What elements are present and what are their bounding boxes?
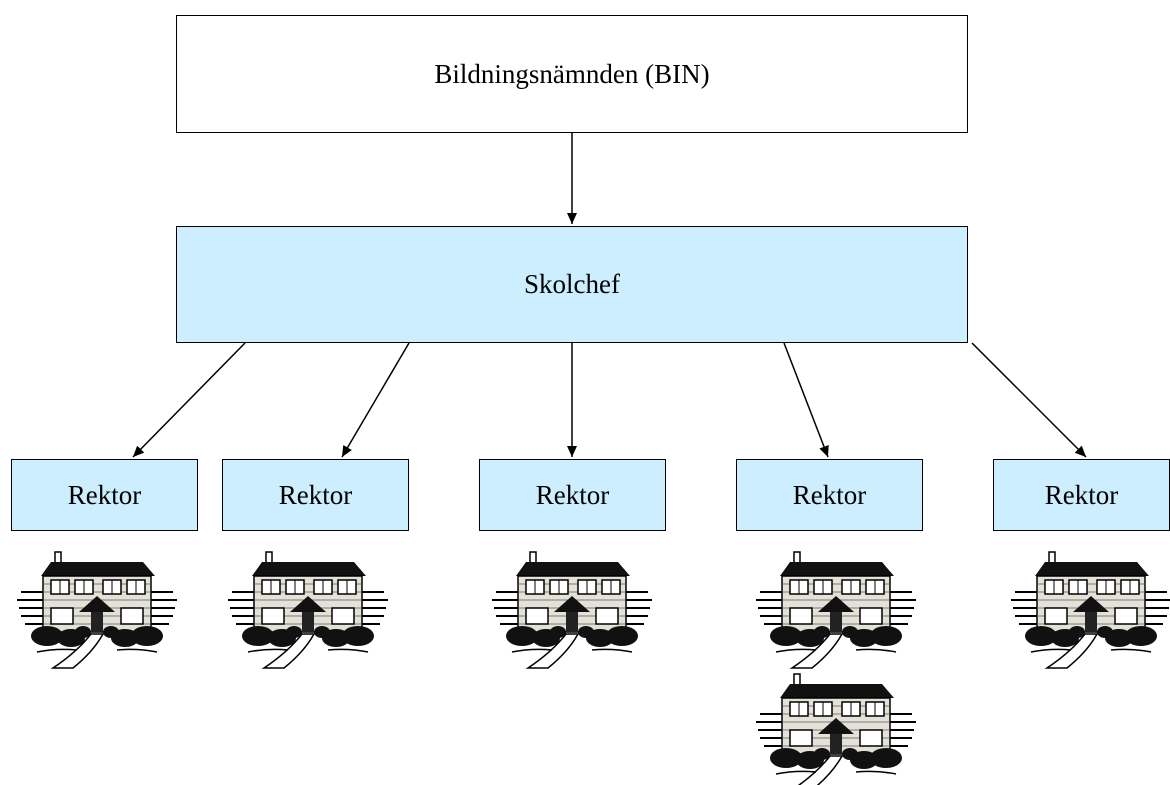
node-board: Bildningsnämnden (BIN) <box>176 15 968 133</box>
node-principal-label: Rektor <box>1044 479 1119 510</box>
connector-chief-to-principal-5 <box>971 342 1087 458</box>
node-chief-label: Skolchef <box>524 269 620 299</box>
house-icon <box>755 551 917 671</box>
node-principal-1: Rektor <box>11 459 198 531</box>
connector-chief-to-principal-4 <box>783 342 829 458</box>
connector-chief-to-principal-1 <box>132 342 246 458</box>
node-principal-label: Rektor <box>792 479 867 510</box>
node-principal-3: Rektor <box>479 459 666 531</box>
house-icon <box>1010 551 1170 671</box>
node-board-label: Bildningsnämnden (BIN) <box>434 58 710 89</box>
house-icon <box>227 551 389 671</box>
node-chief: Skolchef <box>176 226 968 343</box>
node-principal-label: Rektor <box>278 479 353 510</box>
node-principal-5: Rektor <box>993 459 1170 531</box>
node-principal-label: Rektor <box>67 479 142 510</box>
house-icon <box>16 551 178 671</box>
node-principal-label: Rektor <box>535 479 610 510</box>
connector-chief-to-principal-2 <box>341 342 410 458</box>
node-principal-4: Rektor <box>736 459 923 531</box>
node-principal-2: Rektor <box>222 459 409 531</box>
house-icon <box>755 673 917 785</box>
house-icon <box>491 551 653 671</box>
